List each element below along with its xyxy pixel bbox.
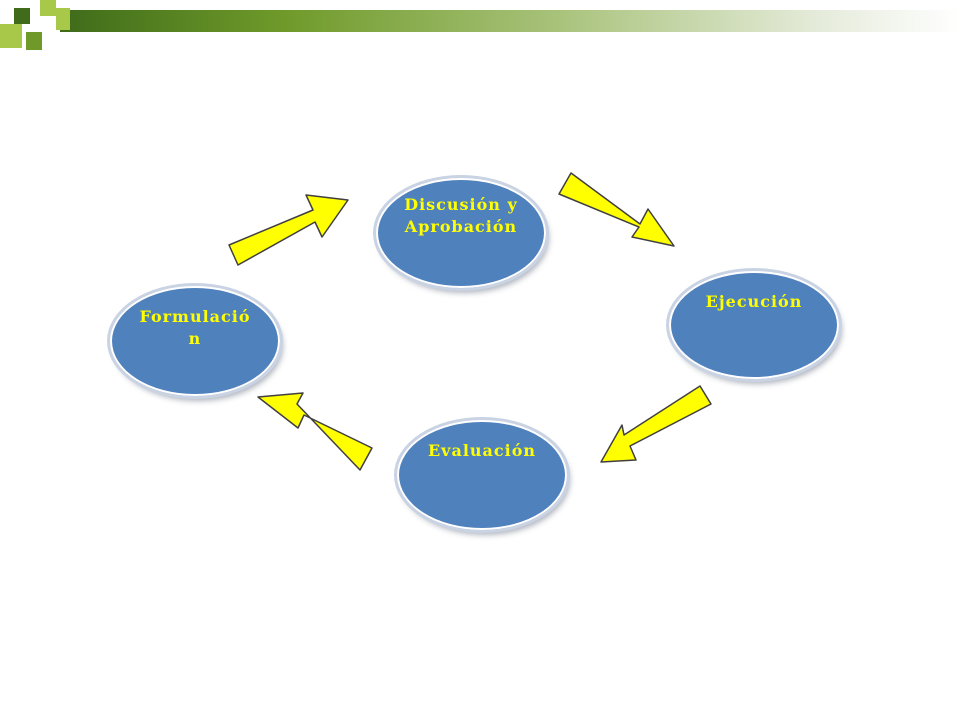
header-square-dark (26, 32, 42, 50)
node-label: Ejecución (705, 292, 803, 311)
arrow-discusion-to-ejecucion (558, 172, 675, 247)
node-label: Evaluación (427, 441, 537, 460)
node-label: Discusión y Aprobación (404, 195, 518, 236)
node-discusion-aprobacion: Discusión y Aprobación (373, 175, 549, 291)
arrow-ejecucion-to-evaluacion (600, 385, 712, 463)
arrow-formulacion-to-discusion (228, 194, 349, 266)
node-formulacion: Formulació n (107, 283, 283, 399)
node-label: Formulació n (139, 307, 251, 348)
header-square-light (40, 0, 56, 16)
header-gradient-bar (60, 10, 960, 32)
node-evaluacion: Evaluación (394, 417, 570, 533)
header-square-light (0, 24, 22, 48)
node-ejecucion: Ejecución (666, 268, 842, 382)
header-square-light (56, 8, 70, 30)
header-square-dark (14, 8, 30, 24)
arrow-evaluacion-to-formulacion (257, 392, 373, 471)
